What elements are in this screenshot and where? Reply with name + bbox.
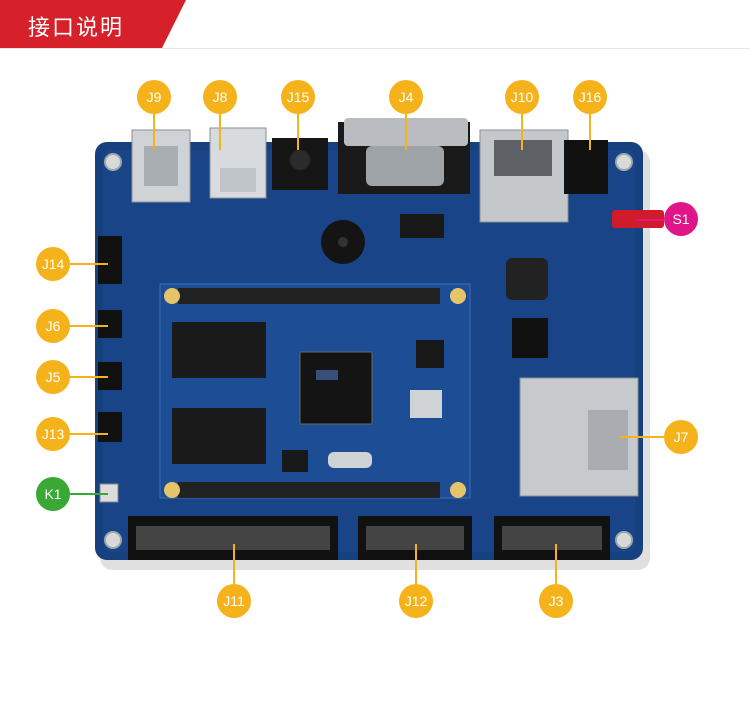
callout-j14: J14 xyxy=(36,247,70,281)
header-banner: 接口说明 xyxy=(0,0,186,48)
callout-s1: S1 xyxy=(664,202,698,236)
callout-j4: J4 xyxy=(389,80,423,114)
inductor xyxy=(506,258,548,300)
header-divider xyxy=(0,48,750,49)
sdram-chip xyxy=(172,322,266,378)
callout-j7: J7 xyxy=(664,420,698,454)
flash-chip xyxy=(172,408,266,464)
callout-k1: K1 xyxy=(36,477,70,511)
callout-j11: J11 xyxy=(217,584,251,618)
page-title: 接口说明 xyxy=(28,15,125,40)
callout-j16: J16 xyxy=(573,80,607,114)
callout-j13: J13 xyxy=(36,417,70,451)
mount-holes xyxy=(104,153,633,549)
callout-j5: J5 xyxy=(36,360,70,394)
callout-j12: J12 xyxy=(399,584,433,618)
callout-j6: J6 xyxy=(36,309,70,343)
callout-j15: J15 xyxy=(281,80,315,114)
callout-j8: J8 xyxy=(203,80,237,114)
callout-j3: J3 xyxy=(539,584,573,618)
callout-j10: J10 xyxy=(505,80,539,114)
callout-j9: J9 xyxy=(137,80,171,114)
usb-a-connector xyxy=(131,129,191,203)
left-headers xyxy=(98,236,122,442)
cpu-chip xyxy=(299,351,373,425)
callout-leaders xyxy=(70,112,664,584)
dc-jack xyxy=(564,140,608,194)
